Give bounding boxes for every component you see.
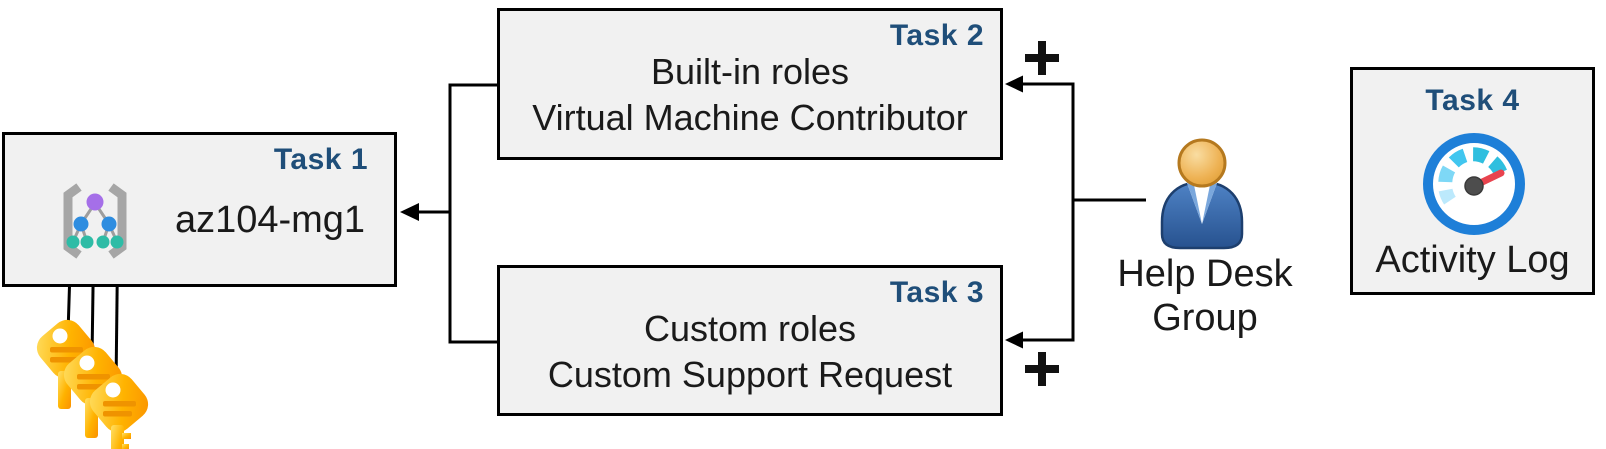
task3-label: Task 3 [889, 276, 984, 309]
task3-box: Task 3 Custom roles Custom Support Reque… [497, 265, 1003, 416]
task3-line1: Custom roles [643, 308, 857, 349]
task1-title: az104-mg1 [174, 199, 366, 241]
help-desk-line2: Group [1152, 297, 1258, 339]
person-icon [1154, 138, 1250, 254]
task4-box: Task 4 Activity Log [1350, 67, 1595, 295]
task1-label: Task 1 [273, 143, 368, 176]
task4-label: Task 4 [1425, 84, 1520, 117]
activity-log-gauge-icon [1422, 132, 1526, 236]
task4-title: Activity Log [1375, 239, 1570, 281]
key-icon [36, 319, 149, 449]
task2-line1: Built-in roles [650, 51, 850, 92]
task3-line2: Custom Support Request [547, 354, 953, 395]
keys-icon [30, 313, 165, 449]
plus-icon [1025, 41, 1059, 75]
help-desk-line1: Help Desk [1117, 253, 1293, 295]
task2-box: Task 2 Built-in roles Virtual Machine Co… [497, 8, 1003, 160]
task2-line2: Virtual Machine Contributor [532, 97, 968, 138]
task1-box: Task 1 az104-mg1 [2, 132, 397, 287]
help-desk-group-caption: Help Desk Group [1095, 252, 1315, 340]
plus-icon [1025, 352, 1059, 386]
task2-label: Task 2 [889, 19, 984, 52]
management-group-icon [55, 183, 135, 261]
